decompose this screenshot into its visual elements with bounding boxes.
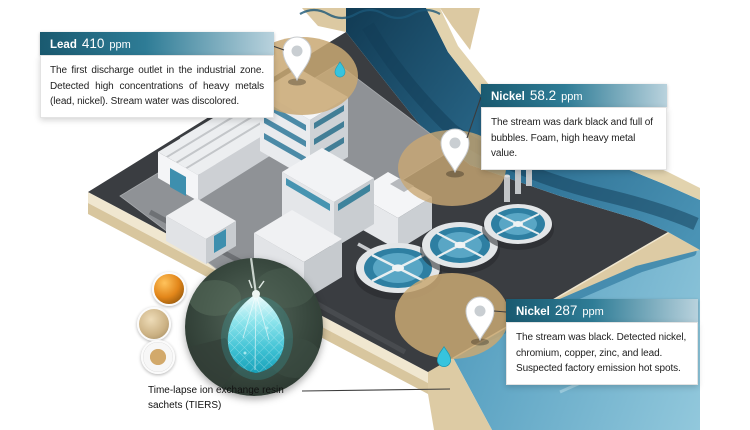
callout-lead-header: Lead 410 ppm <box>40 32 274 55</box>
callout-nickel-58: Nickel 58.2 ppm The stream was dark blac… <box>481 84 667 170</box>
far-bank <box>426 8 700 200</box>
clarifier-tank-2 <box>420 222 500 274</box>
callout-nickel-287-description: The stream was black. Detected nickel, c… <box>506 322 698 385</box>
entry-bank-left <box>302 8 346 32</box>
metal-unit: ppm <box>109 39 131 51</box>
connector-lines <box>269 44 507 392</box>
tiers-sachet-photo <box>185 258 323 396</box>
resin-bead-photo <box>152 272 186 306</box>
utility-building <box>166 198 236 264</box>
contamination-zone-1 <box>246 37 358 115</box>
metal-name: Nickel <box>491 91 525 103</box>
connector-nickel-58 <box>466 96 482 139</box>
callout-nickel-287-header: Nickel 287 ppm <box>506 299 698 322</box>
metal-unit: ppm <box>582 306 604 318</box>
hanging-string <box>249 258 258 295</box>
resin-cup-photo <box>141 340 175 374</box>
metal-value: 287 <box>554 303 578 318</box>
metal-name: Nickel <box>516 306 550 318</box>
callout-lead-description: The first discharge outlet in the indust… <box>40 55 274 118</box>
metal-value: 410 <box>81 36 105 51</box>
warehouse-building <box>282 148 374 248</box>
sachet-photo-art <box>185 258 321 396</box>
metal-value: 58.2 <box>529 88 557 103</box>
tiers-caption: Time-lapse ion exchange resin sachets (T… <box>148 385 284 411</box>
metal-unit: ppm <box>561 91 583 103</box>
metal-name: Lead <box>50 39 77 51</box>
connector-caption <box>301 388 451 392</box>
wave-line <box>299 8 441 20</box>
connector-nickel-287 <box>493 310 507 313</box>
clarifier-tanks <box>354 204 554 300</box>
clarifier-tank-3 <box>482 204 554 250</box>
callout-nickel-58-description: The stream was dark black and full of bu… <box>481 107 667 170</box>
resin-sachet-dry-photo <box>137 307 171 341</box>
callout-lead-410: Lead 410 ppm The first discharge outlet … <box>40 32 274 118</box>
contamination-zone-2 <box>398 130 506 206</box>
callout-nickel-58-header: Nickel 58.2 ppm <box>481 84 667 107</box>
entry-bank-right <box>440 8 480 50</box>
callout-nickel-287: Nickel 287 ppm The stream was black. Det… <box>506 299 698 385</box>
